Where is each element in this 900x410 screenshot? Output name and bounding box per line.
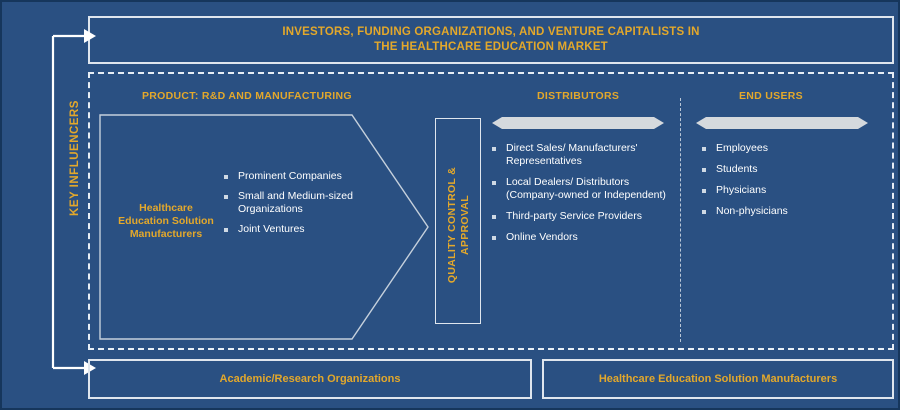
academic-research-box: Academic/Research Organizations [88,359,532,399]
quality-control-label: QUALITY CONTROL & APPROVAL [446,122,472,328]
list-item: Non-physicians [702,205,872,218]
list-item: Online Vendors [492,231,670,244]
heading-distributors: DISTRIBUTORS [537,90,620,102]
distributors-flow-arrow-icon [492,117,664,129]
distributors-endusers-divider [680,98,681,342]
distributors-bullet-list: Direct Sales/ Manufacturers' Representat… [492,142,670,252]
investors-banner-text: INVESTORS, FUNDING ORGANIZATIONS, AND VE… [282,25,699,55]
investors-banner-line1: INVESTORS, FUNDING ORGANIZATIONS, AND VE… [282,26,700,38]
investors-banner-line2: THE HEALTHCARE EDUCATION MARKET [374,41,608,53]
list-item: Direct Sales/ Manufacturers' Representat… [492,142,670,168]
list-item: Local Dealers/ Distributors (Company-own… [492,176,670,202]
key-influencers-label: KEY INFLUENCERS [69,100,81,216]
manufacturers-label: Healthcare Education Solution Manufactur… [598,373,838,385]
end-users-bullet-list: Employees Students Physicians Non-physic… [702,142,872,226]
list-item: Third-party Service Providers [492,210,670,223]
product-pentagon-shape [99,114,429,340]
product-pentagon-outline [99,114,429,340]
product-manufacturers-label: Healthcare Education Solution Manufactur… [106,202,226,241]
academic-research-label: Academic/Research Organizations [219,373,401,385]
list-item: Small and Medium-sized Organizations [224,190,414,216]
manufacturers-box: Healthcare Education Solution Manufactur… [542,359,894,399]
end-users-flow-arrow-icon [696,117,868,129]
heading-end-users: END USERS [739,90,803,102]
heading-product: PRODUCT: R&D AND MANUFACTURING [142,90,352,102]
list-item: Prominent Companies [224,170,414,183]
product-label-line2: Education Solution [118,215,214,227]
list-item: Employees [702,142,872,155]
list-item: Joint Ventures [224,223,414,236]
quality-control-line2: APPROVAL [459,195,471,255]
list-item: Physicians [702,184,872,197]
product-label-line3: Manufacturers [129,228,203,240]
investors-banner: INVESTORS, FUNDING ORGANIZATIONS, AND VE… [88,16,894,64]
list-item: Students [702,163,872,176]
value-chain-container [88,72,894,350]
product-bullet-list: Prominent Companies Small and Medium-siz… [224,170,414,243]
product-label-line1: Healthcare [139,202,193,214]
quality-control-line1: QUALITY CONTROL & [446,166,458,284]
quality-control-box: QUALITY CONTROL & APPROVAL [435,118,481,324]
